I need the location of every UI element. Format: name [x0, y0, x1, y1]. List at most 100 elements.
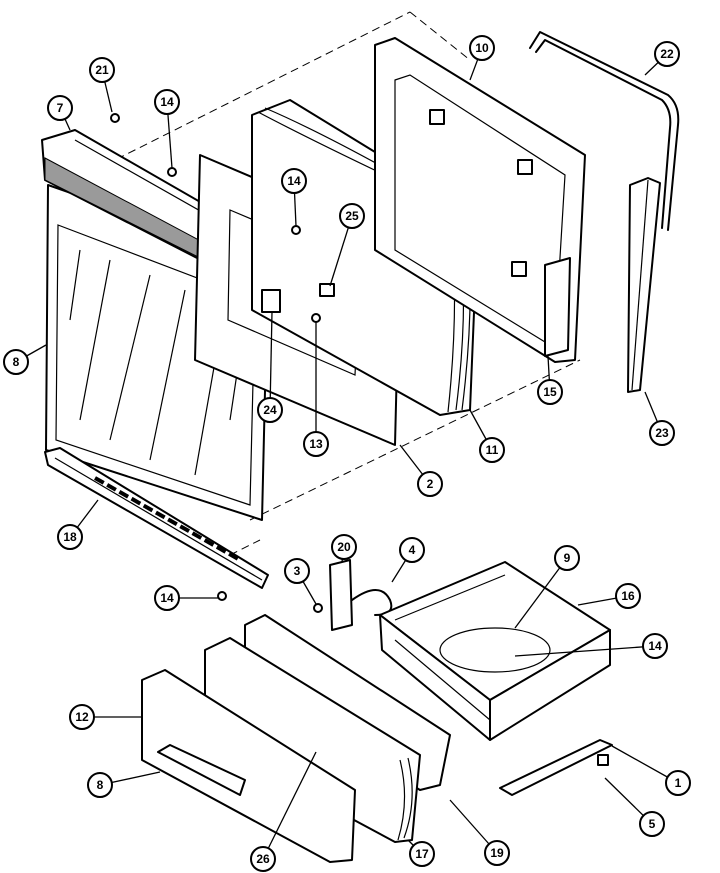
- callout-3: 14: [281, 168, 307, 227]
- callout-6: 22: [644, 41, 680, 76]
- callout-number: 22: [660, 47, 674, 61]
- callout-number: 21: [95, 63, 109, 77]
- callout-20: 16: [577, 583, 641, 609]
- door-gasket: [529, 31, 680, 231]
- callout-17: 20: [331, 534, 357, 563]
- bottom-door-trim: [44, 447, 269, 589]
- callout-18: 4: [391, 537, 425, 583]
- callout-circle: [3, 349, 29, 375]
- callout-number: 8: [97, 778, 104, 792]
- callout-number: 25: [345, 209, 359, 223]
- callout-26: 19: [449, 799, 510, 866]
- callout-circle: [639, 811, 665, 837]
- callout-number: 3: [294, 564, 301, 578]
- callout-circle: [57, 524, 83, 550]
- callout-16: 3: [284, 558, 317, 605]
- callout-13: 23: [644, 391, 675, 446]
- callout-circle: [303, 431, 329, 457]
- callout-2: 14: [154, 89, 180, 169]
- callout-number: 14: [648, 639, 662, 653]
- callout-circle: [469, 35, 495, 61]
- callout-circle: [281, 168, 307, 194]
- callout-number: 13: [309, 437, 323, 451]
- callout-number: 2: [427, 477, 434, 491]
- callout-number: 5: [649, 817, 656, 831]
- callout-circle: [484, 840, 510, 866]
- callout-number: 7: [57, 101, 64, 115]
- callout-number: 9: [564, 551, 571, 565]
- callout-1: 7: [47, 95, 73, 131]
- callout-number: 10: [475, 41, 489, 55]
- callout-9: 13: [303, 322, 329, 457]
- callout-number: 11: [486, 443, 499, 457]
- callout-number: 16: [621, 589, 635, 603]
- callout-circle: [409, 841, 435, 867]
- callout-circle: [615, 583, 641, 609]
- callout-leader: [262, 751, 317, 860]
- callout-number: 17: [415, 847, 429, 861]
- callout-12: 15: [537, 355, 563, 405]
- callout-number: 24: [263, 403, 277, 417]
- callout-circle: [649, 420, 675, 446]
- callout-circle: [642, 633, 668, 659]
- callout-circle: [417, 471, 443, 497]
- callout-19: 9: [514, 545, 580, 629]
- callout-circle: [284, 558, 310, 584]
- callout-4: 25: [329, 203, 365, 287]
- callout-22: 12: [69, 704, 142, 730]
- callout-leader: [514, 645, 656, 657]
- callout-number: 20: [337, 540, 351, 554]
- callout-circle: [89, 57, 115, 83]
- callout-10: 2: [399, 444, 443, 497]
- callout-number: 26: [256, 852, 270, 866]
- latch-parts: [261, 283, 335, 313]
- callout-5: 10: [469, 35, 495, 81]
- drawer-front-panel: [141, 669, 356, 863]
- callout-number: 15: [543, 385, 557, 399]
- callout-circle: [250, 846, 276, 872]
- callout-number: 12: [75, 710, 89, 724]
- callout-circle: [87, 772, 113, 798]
- callout-number: 18: [63, 530, 77, 544]
- callout-23: 8: [87, 771, 161, 798]
- callout-7: 8: [3, 344, 47, 375]
- callout-number: 8: [13, 355, 20, 369]
- drawer-switch-bracket: [329, 559, 393, 631]
- callout-leader: [514, 557, 568, 629]
- callout-circle: [339, 203, 365, 229]
- callout-circle: [331, 534, 357, 560]
- callout-number: 14: [160, 95, 174, 109]
- callout-number: 19: [490, 846, 504, 860]
- callout-circle: [654, 41, 680, 67]
- callout-24: 26: [250, 751, 317, 872]
- callout-25: 17: [407, 839, 435, 867]
- callout-11: 11: [469, 409, 505, 463]
- drawer-body: [379, 561, 611, 741]
- callout-21: 14: [514, 633, 668, 659]
- callout-circle: [47, 95, 73, 121]
- callout-leader: [269, 311, 273, 411]
- callout-circle: [479, 437, 505, 463]
- callout-number: 23: [655, 426, 669, 440]
- inner-door-frame: [374, 37, 586, 363]
- callout-circle: [154, 89, 180, 115]
- callout-circle: [554, 545, 580, 571]
- callout-number: 1: [675, 776, 682, 790]
- callout-circle: [257, 397, 283, 423]
- callout-8: 24: [257, 311, 283, 423]
- door-hinge-bracket: [544, 257, 571, 357]
- callout-circle: [665, 770, 691, 796]
- callout-circle: [537, 379, 563, 405]
- callout-27: 1: [611, 745, 691, 796]
- callout-circle: [69, 704, 95, 730]
- callout-circle: [399, 537, 425, 563]
- callout-number: 4: [409, 543, 416, 557]
- callout-0: 21: [89, 57, 115, 113]
- callout-circle: [154, 585, 180, 611]
- callout-number: 14: [287, 174, 301, 188]
- callout-15: 14: [154, 585, 218, 611]
- callout-28: 5: [604, 777, 665, 837]
